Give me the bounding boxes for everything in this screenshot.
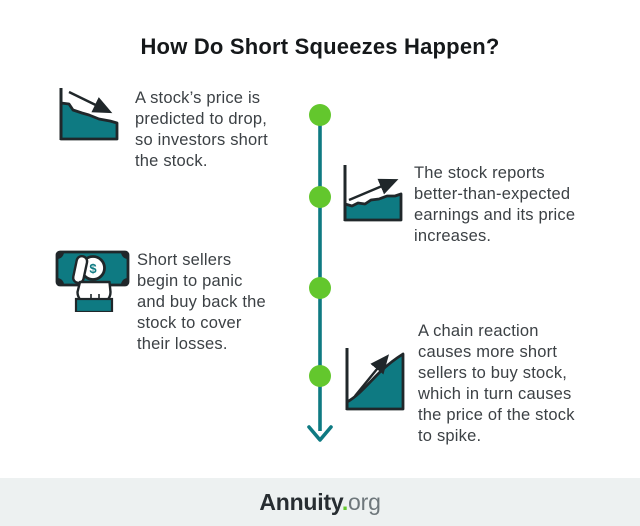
logo-tld-text: org [348, 488, 381, 515]
step-2-text: The stock reports better-than-expected e… [414, 164, 576, 245]
timeline-node-2 [309, 186, 331, 208]
annuity-org-logo: Annuity.org [259, 488, 381, 516]
timeline-node-3 [309, 277, 331, 299]
spiking-stock-chart-icon [345, 348, 405, 411]
timeline [307, 104, 333, 442]
rising-stock-chart-icon [343, 165, 403, 222]
step-1-text: A stock’s price is predicted to drop, so… [135, 89, 268, 170]
arrow-down-icon [307, 425, 333, 442]
logo-brand-text: Annuity [259, 488, 342, 515]
timeline-node-4 [309, 365, 331, 387]
timeline-node-1 [309, 104, 331, 126]
dollar-sign-icon: $ [89, 261, 97, 276]
declining-stock-chart-icon [59, 88, 119, 141]
logo-dot: . [341, 488, 349, 515]
footer-bar: Annuity.org [0, 478, 640, 526]
page-title: How Do Short Squeezes Happen? [140, 34, 500, 59]
cash-in-hand-icon: $ [55, 250, 130, 312]
step-3-text: Short sellers begin to panic and buy bac… [137, 251, 266, 353]
step-4-text: A chain reaction causes more short selle… [418, 322, 575, 445]
